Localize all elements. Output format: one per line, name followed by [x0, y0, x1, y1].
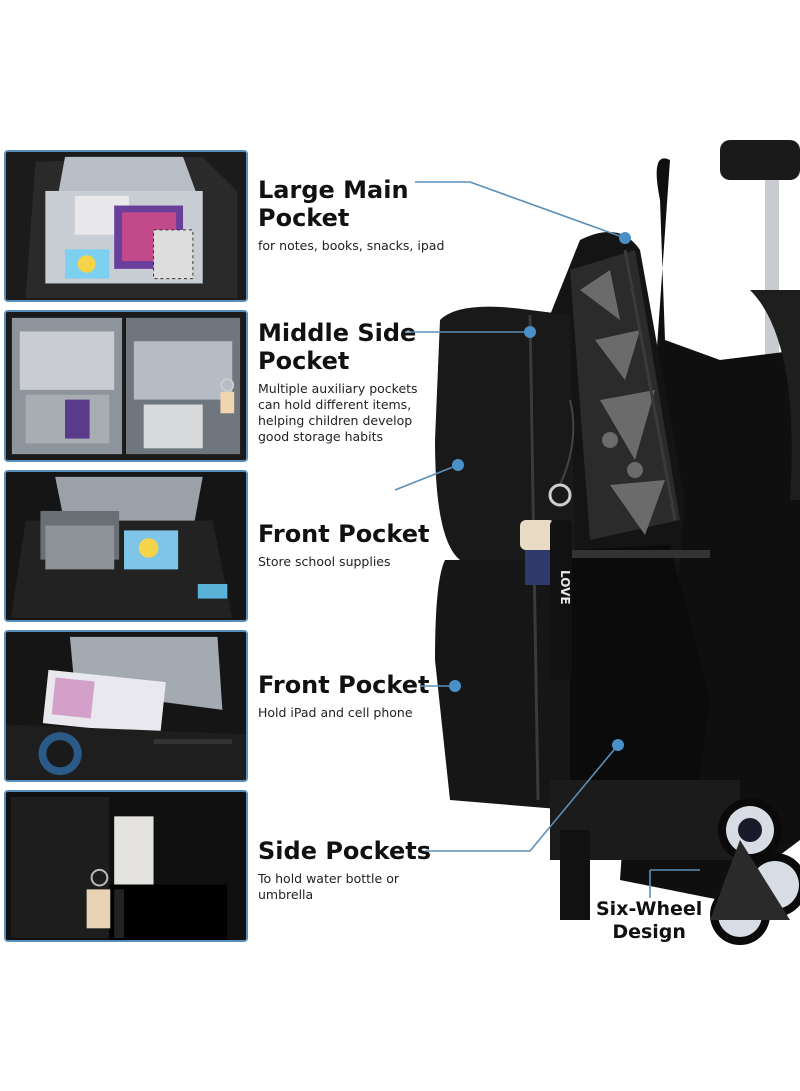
feature-description: Multiple auxiliary pockets can hold diff… [258, 381, 418, 444]
callout-dot [612, 739, 624, 751]
callout-dot [524, 326, 536, 338]
trolley-backpack-image: LOVE [435, 140, 800, 945]
thumbnail-middle-side-pocket [4, 310, 248, 462]
wheel-label-line2: Design [612, 921, 686, 943]
feature-description: for notes, books, snacks, ipad [258, 238, 445, 253]
thumbnail-front-pocket-supplies [4, 470, 248, 622]
feature-title: Middle Side Pocket [258, 319, 428, 375]
feature-front-pocket-supplies: Front Pocket Store school supplies [258, 520, 438, 570]
feature-title: Large Main Pocket [258, 176, 458, 232]
thumbnail-front-pocket-ipad [4, 630, 248, 782]
feature-title: Front Pocket [258, 671, 430, 699]
feature-title: Side Pockets [258, 837, 431, 865]
thumbnail-side-pockets [4, 790, 248, 942]
callout-dot [452, 459, 464, 471]
feature-large-main-pocket: Large Main Pocket for notes, books, snac… [258, 176, 458, 254]
callout-dot [449, 680, 461, 692]
feature-middle-side-pocket: Middle Side Pocket Multiple auxiliary po… [258, 319, 428, 445]
feature-description: To hold water bottle or umbrella [258, 871, 399, 902]
keychain-text: LOVE [558, 570, 572, 605]
feature-description: Store school supplies [258, 554, 391, 569]
feature-title-line2: Pocket [258, 204, 350, 232]
feature-description: Hold iPad and cell phone [258, 705, 413, 720]
feature-side-pockets: Side Pockets To hold water bottle or umb… [258, 837, 431, 903]
feature-title-line1: Large Main [258, 176, 409, 204]
feature-front-pocket-ipad: Front Pocket Hold iPad and cell phone [258, 671, 438, 721]
feature-title-line1: Middle Side [258, 319, 417, 347]
feature-title-line2: Pocket [258, 347, 350, 375]
six-wheel-design-label: Six-Wheel Design [594, 898, 705, 944]
thumbnail-main-pocket [4, 150, 248, 302]
callout-dot [619, 232, 631, 244]
feature-title: Front Pocket [258, 520, 430, 548]
wheel-label-line1: Six-Wheel [596, 898, 703, 920]
